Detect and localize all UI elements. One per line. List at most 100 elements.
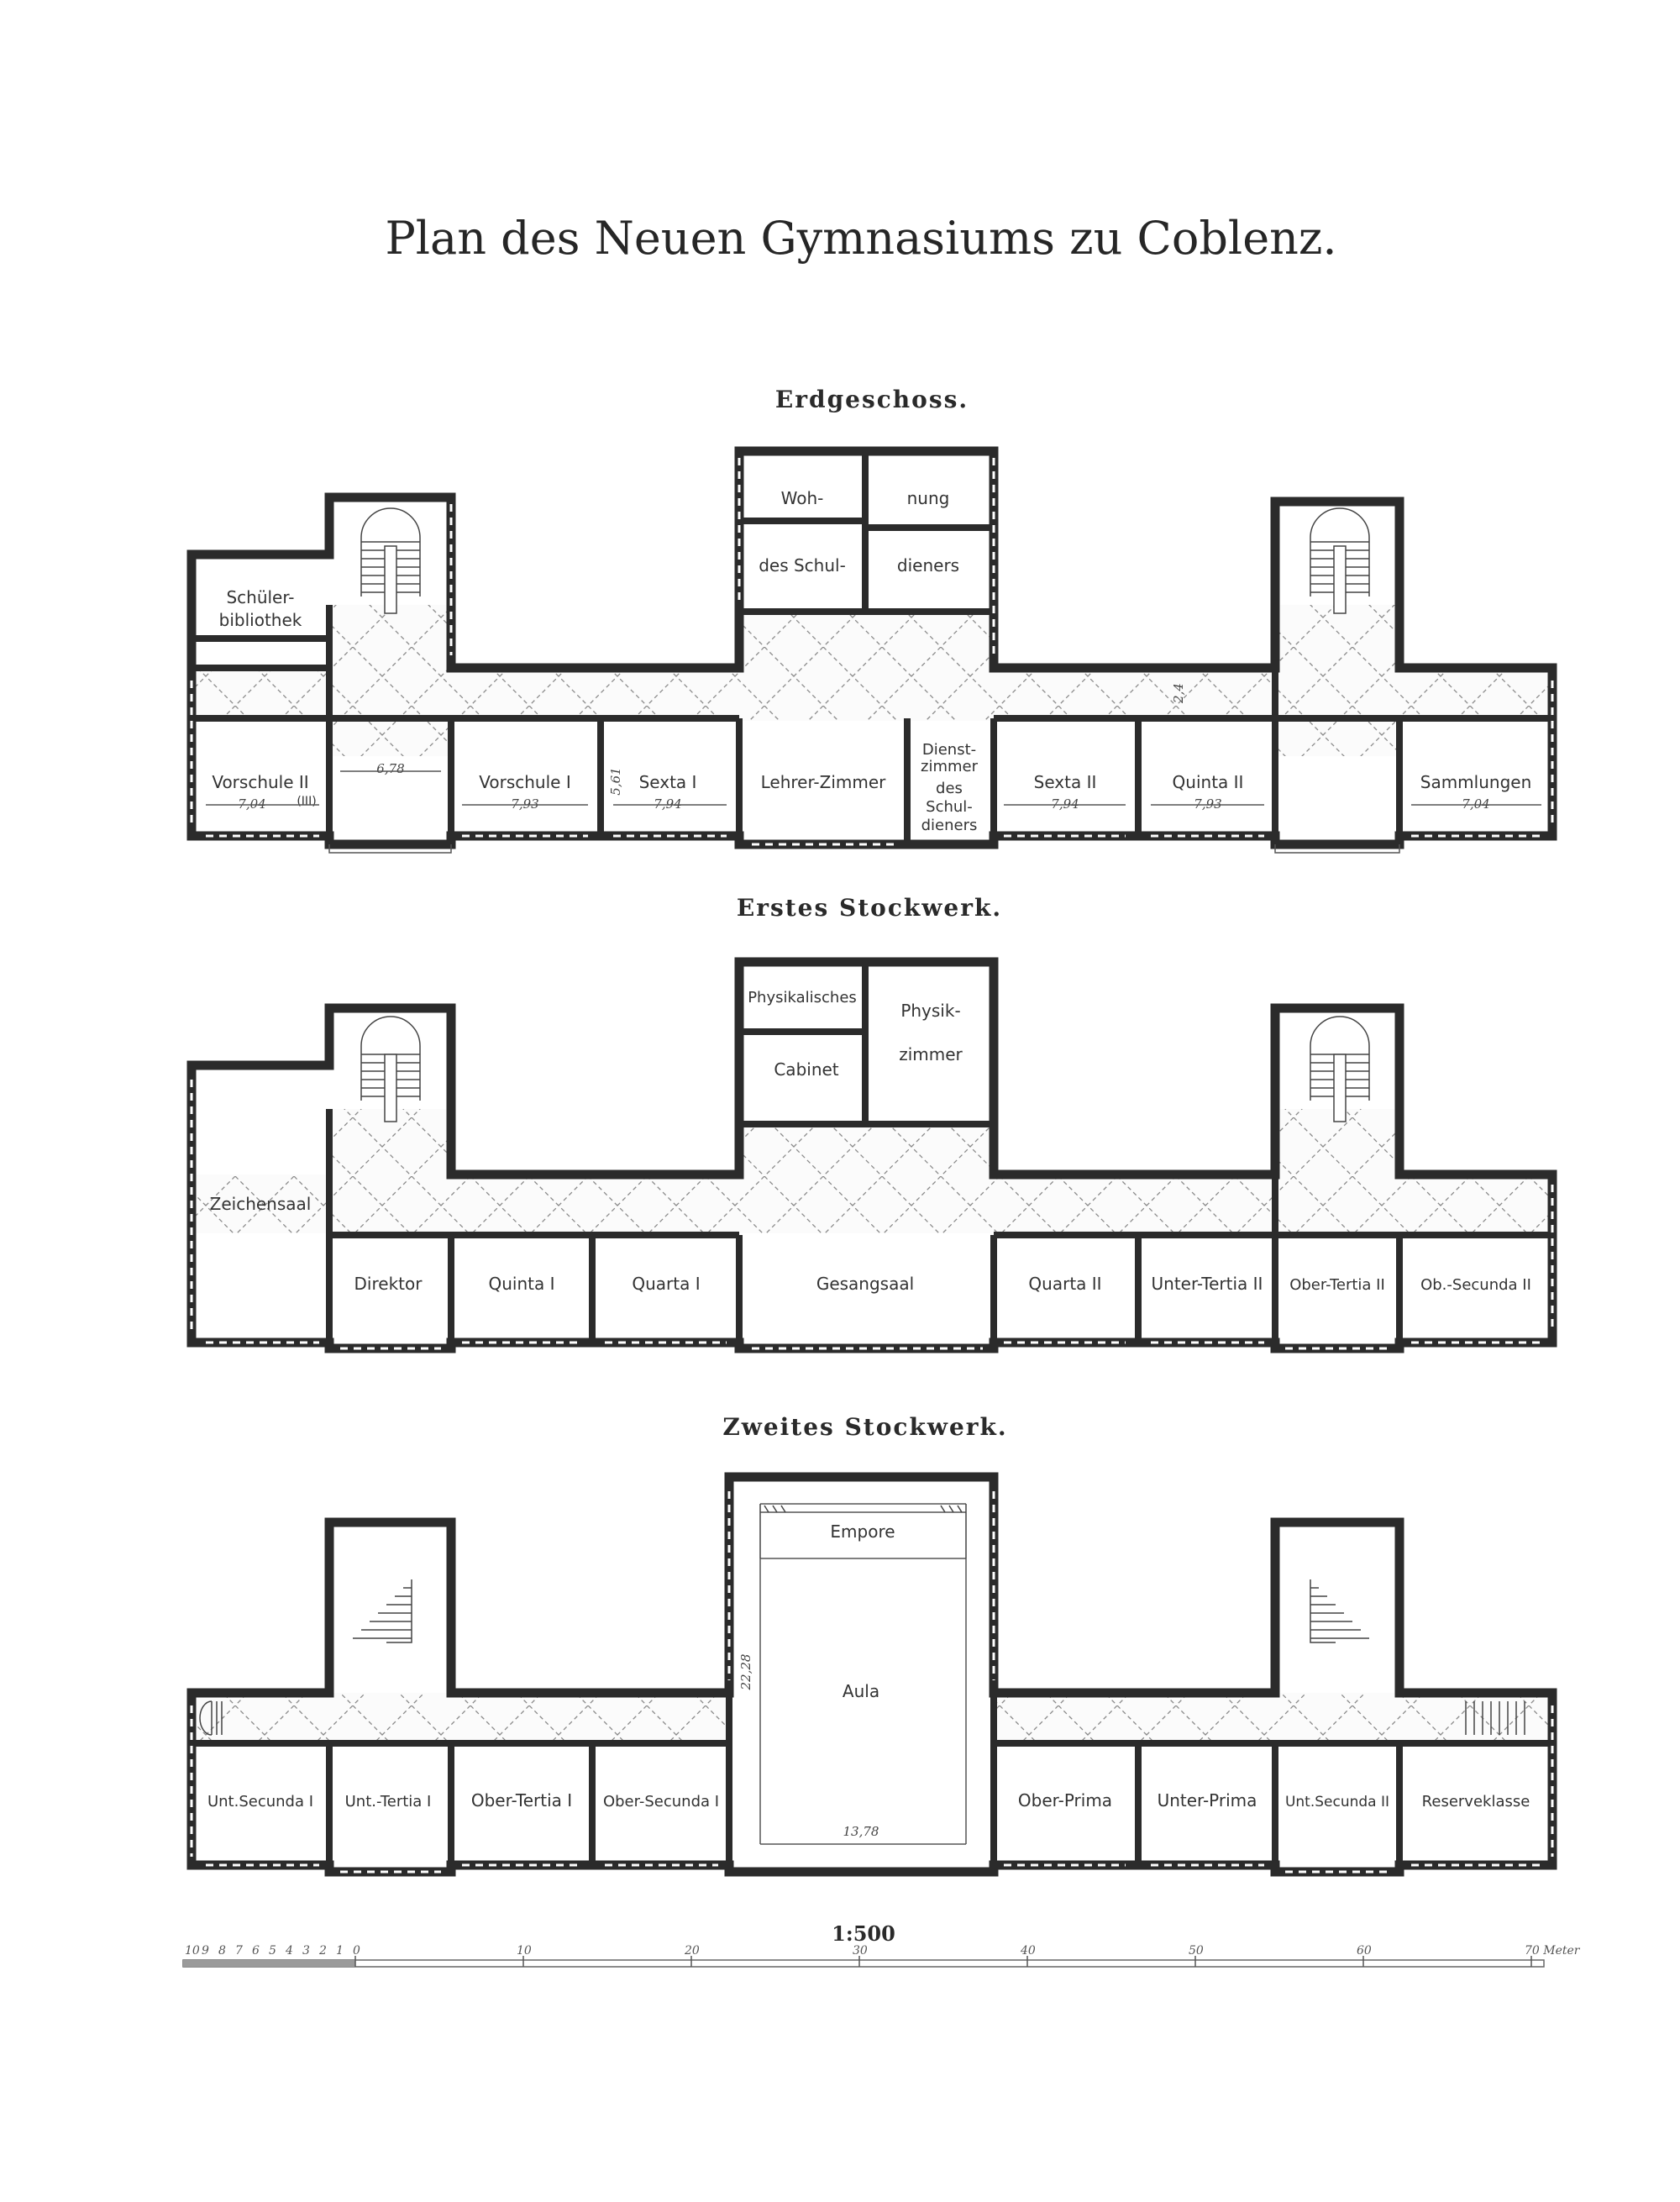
ground-wohnung-label-2: nung — [907, 488, 950, 508]
second-empore-railing — [759, 1504, 967, 1558]
second-left-corridor — [192, 1693, 729, 1743]
scale-small-tick-label: 0 — [353, 1944, 360, 1958]
ground-sexta2-label: Sexta II — [1034, 772, 1097, 792]
ground-outer-wall — [186, 446, 1557, 849]
ground-dim-sexta2: 7,94 — [1051, 796, 1079, 812]
ground-dim-depth: 5,61 — [608, 767, 623, 795]
scale-small-tick-label: 10 — [185, 1944, 200, 1958]
ground-left-stair-hall — [329, 605, 451, 756]
ground-dim-sammlungen: 7,04 — [1462, 796, 1489, 812]
second-floor-title: Zweites Stockwerk. — [722, 1413, 1007, 1441]
ground-dienst-label-2: zimmer — [921, 758, 979, 775]
scale-large-tick-label: 70 Meter — [1525, 1944, 1581, 1958]
second-corner-stair-left — [199, 1700, 223, 1736]
ground-dim-quinta2: 7,93 — [1194, 796, 1221, 812]
ground-dienst-label-5: dieners — [921, 817, 978, 834]
scale-large-tick-label: 30 — [853, 1944, 868, 1958]
ground-sammlungen-label: Sammlungen — [1420, 772, 1532, 792]
first-physz-label-2: zimmer — [899, 1044, 963, 1064]
first-quarta2-label: Quarta II — [1028, 1274, 1101, 1294]
scale-small-tick-label: 4 — [285, 1944, 293, 1958]
scale-large-tick-label: 20 — [684, 1944, 700, 1958]
ground-wohnung-label-1: Woh- — [781, 488, 824, 508]
second-oberprima-label: Ober-Prima — [1018, 1790, 1112, 1810]
scale-small-tick-label: 2 — [318, 1944, 327, 1958]
first-internal-walls — [326, 962, 1552, 1348]
ground-internal-walls — [192, 451, 1552, 844]
scale-small-tick-label: 6 — [252, 1944, 260, 1958]
first-windows — [190, 1080, 1554, 1350]
ground-sexta1-label: Sexta I — [639, 772, 697, 792]
scale-small-tick-label: 9 — [202, 1944, 209, 1958]
ground-bibliothek-label-1: Schüler- — [226, 587, 294, 607]
first-right-stair-hall — [1275, 1109, 1399, 1235]
ground-quinta2-label: Quinta II — [1173, 772, 1244, 792]
ground-dienst-label-1: Dienst- — [922, 741, 976, 759]
scale-large-tick-label: 10 — [517, 1944, 532, 1958]
first-obsecunda2-label: Ob.-Secunda II — [1420, 1276, 1531, 1294]
ground-wohnung-label-4: dieners — [897, 555, 959, 575]
scale-small-tick-label: 8 — [218, 1944, 226, 1958]
ground-right-stair-hall — [1275, 605, 1399, 756]
first-right-staircase — [1310, 1016, 1370, 1122]
first-quinta1-label: Quinta I — [488, 1274, 554, 1294]
second-aula-label: Aula — [843, 1681, 879, 1701]
ground-windows — [190, 458, 1554, 846]
second-unttertia1-label: Unt.-Tertia I — [345, 1793, 432, 1810]
first-left-stair-hall — [329, 1109, 451, 1235]
ground-dim-stair-hall: 6,78 — [376, 761, 404, 776]
first-phys-label-2: Cabinet — [774, 1059, 838, 1080]
second-untsecunda1-label: Unt.Secunda I — [207, 1793, 313, 1810]
sheet-title: Plan des Neuen Gymnasiums zu Coblenz. — [385, 212, 1336, 265]
second-untsecunda2-label: Unt.Secunda II — [1285, 1794, 1389, 1810]
ground-lehrer-label: Lehrer-Zimmer — [761, 772, 887, 792]
first-central-hall — [739, 1124, 991, 1233]
second-reserve-label: Reserveklasse — [1422, 1793, 1530, 1810]
scale-small-tick-label: 3 — [302, 1944, 310, 1958]
ground-dienst-label-3: des — [936, 780, 963, 797]
ground-entrance-steps — [328, 844, 1400, 854]
ground-dim-corridor: 2,4 — [1171, 683, 1186, 704]
scale-bar-fine-section — [183, 1960, 355, 1967]
second-left-staircase — [353, 1579, 412, 1643]
ground-dienst-label-4: Schul- — [926, 798, 973, 816]
second-outer-wall — [186, 1472, 1557, 1877]
ground-left-staircase — [360, 507, 421, 614]
first-direktor-label: Direktor — [354, 1274, 423, 1294]
ground-dimension-lines — [206, 770, 1541, 806]
second-windows — [190, 1491, 1554, 1874]
second-dim-aula-width: 13,78 — [843, 1824, 879, 1839]
ground-vorschule2-note: (III) — [297, 795, 316, 808]
ground-bibliothek-label-2: bibliothek — [219, 610, 302, 630]
first-physz-label-1: Physik- — [900, 1001, 960, 1021]
first-left-staircase — [360, 1016, 421, 1122]
second-dim-aula-length: 22,28 — [738, 1654, 753, 1691]
scale-large-tick-label: 40 — [1020, 1944, 1036, 1958]
ground-vorschule2-label: Vorschule II — [212, 772, 308, 792]
second-right-staircase — [1310, 1579, 1369, 1643]
ground-dim-vorschule1: 7,93 — [511, 796, 538, 812]
ground-floor-title: Erdgeschoss. — [775, 386, 969, 413]
scale-bar-ticks — [354, 1956, 1532, 1967]
second-obertertia1-label: Ober-Tertia I — [471, 1790, 572, 1810]
ground-dim-sexta1: 7,94 — [654, 796, 681, 812]
first-obertertia2-label: Ober-Tertia II — [1289, 1276, 1385, 1294]
second-floor-plan: Zweites Stockwerk. Empore Aula Unt.Secun… — [186, 1413, 1557, 1877]
ground-right-staircase — [1310, 507, 1370, 614]
first-zeichensaal-label: Zeichensaal — [210, 1194, 312, 1214]
ground-vorschule1-label: Vorschule I — [479, 772, 570, 792]
first-quarta1-label: Quarta I — [632, 1274, 700, 1294]
second-obersecunda1-label: Ober-Secunda I — [603, 1793, 719, 1810]
second-right-corridor — [994, 1693, 1552, 1743]
scale-ratio: 1:500 — [832, 1921, 895, 1946]
second-empore-label: Empore — [830, 1521, 895, 1542]
first-floor-title: Erstes Stockwerk. — [737, 894, 1002, 922]
scale-large-tick-label: 60 — [1357, 1944, 1372, 1958]
ground-wohnung-label-3: des Schul- — [759, 555, 846, 575]
ground-dim-vorschule2: 7,04 — [238, 796, 265, 812]
ground-central-hall — [739, 612, 991, 721]
first-gesangsaal-label: Gesangsaal — [816, 1274, 914, 1294]
